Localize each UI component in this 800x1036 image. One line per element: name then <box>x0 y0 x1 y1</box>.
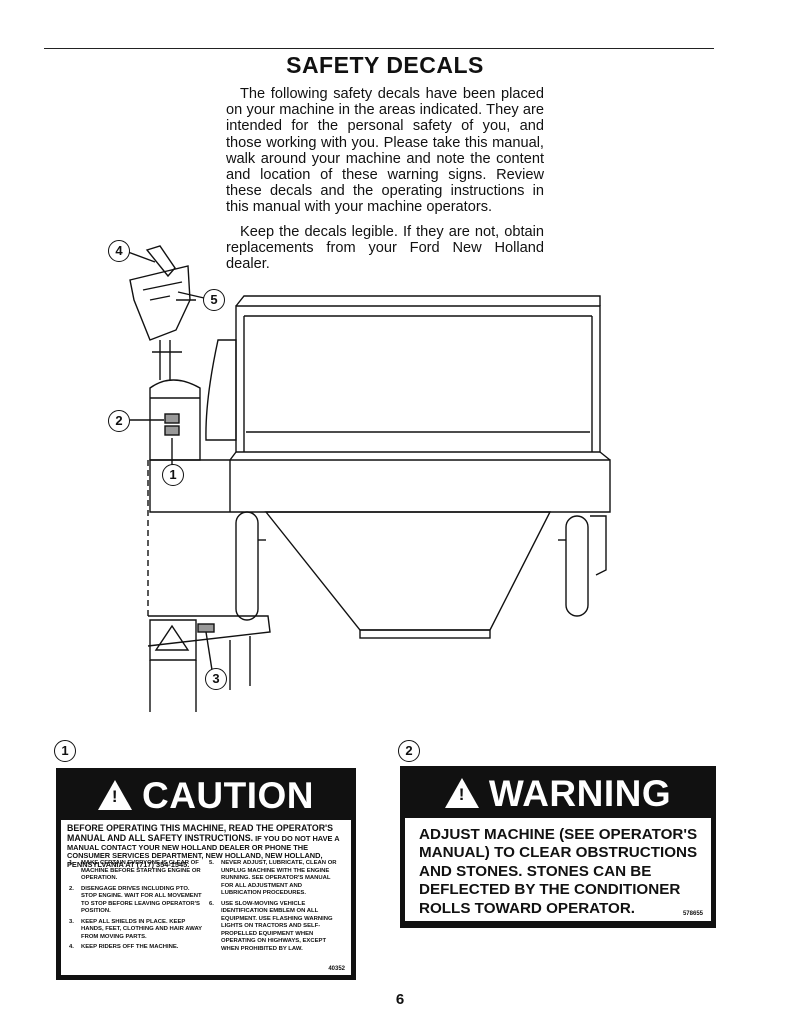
caution-lead-rest: IF YOU DO NOT HAVE A MANUAL CONTACT YOUR… <box>67 833 340 870</box>
warning-part-code: 578655 <box>682 911 703 917</box>
conditioner-hopper <box>264 511 552 639</box>
warning-text: ADJUST MACHINE (SEE OPERATOR'S MANUAL) T… <box>419 826 698 917</box>
caution-item: 1.MAKE CERTAIN EVERYONE IS CLEAR OF MACH… <box>69 860 201 881</box>
warning-triangle-icon: ! <box>97 780 132 811</box>
callout-4: 4 <box>108 240 130 262</box>
caution-part-code: 40352 <box>328 966 345 972</box>
machine-frame <box>149 295 611 513</box>
warning-header: ! WARNING <box>400 772 716 816</box>
caution-items-right: 5.NEVER ADJUST, LUBRICATE, CLEAN OR UNPL… <box>207 860 343 956</box>
caution-item: 2.DISENGAGE DRIVES INCLUDING PTO. STOP E… <box>69 885 202 915</box>
warning-decal: ! WARNING ADJUST MACHINE (SEE OPERATOR'S … <box>400 766 716 928</box>
warning-heading: WARNING <box>488 773 672 814</box>
caution-heading: CAUTION <box>141 775 315 816</box>
callout-2: 2 <box>108 410 130 432</box>
caution-decal: ! CAUTION BEFORE OPERATING THIS MACHINE, … <box>56 768 356 980</box>
caution-item: 6.USE SLOW-MOVING VEHICLE IDENTIFICATION… <box>209 900 333 952</box>
warning-body: ADJUST MACHINE (SEE OPERATOR'S MANUAL) T… <box>405 818 711 921</box>
intro-paragraph-2: Keep the decals legible. If they are not… <box>226 223 544 273</box>
caution-item: 4.KEEP RIDERS OFF THE MACHINE. <box>69 944 179 950</box>
drive-housing <box>147 379 201 620</box>
caution-lead-bold: BEFORE OPERATING THIS MACHINE, READ THE … <box>67 823 334 843</box>
page-number: 6 <box>395 991 405 1008</box>
page-title: SAFETY DECALS <box>286 52 484 78</box>
caution-header: ! CAUTION <box>56 774 356 818</box>
lower-hitch <box>147 615 271 712</box>
wheels <box>235 511 607 621</box>
intro-paragraph-1: The following safety decals have been pl… <box>226 86 544 216</box>
caution-body: BEFORE OPERATING THIS MACHINE, READ THE … <box>61 820 351 975</box>
callout-5: 5 <box>203 289 225 311</box>
decal-2-number: 2 <box>398 740 420 762</box>
hitch-tongue <box>129 245 196 380</box>
caution-lead: BEFORE OPERATING THIS MACHINE, READ THE … <box>67 824 345 870</box>
decal-1-number: 1 <box>54 740 76 762</box>
intro-text: The following safety decals have been pl… <box>226 86 544 280</box>
warning-triangle-icon: ! <box>444 778 479 809</box>
top-rule <box>44 48 714 49</box>
callout-1: 1 <box>162 464 184 486</box>
machine-diagram <box>127 245 611 712</box>
caution-items-left: 1.MAKE CERTAIN EVERYONE IS CLEAR OF MACH… <box>67 860 203 955</box>
callout-leaders <box>127 251 213 671</box>
caution-item: 5.NEVER ADJUST, LUBRICATE, CLEAN OR UNPL… <box>209 860 337 896</box>
callout-3: 3 <box>205 668 227 690</box>
caution-item: 3.KEEP ALL SHIELDS IN PLACE. KEEP HANDS,… <box>69 918 202 940</box>
